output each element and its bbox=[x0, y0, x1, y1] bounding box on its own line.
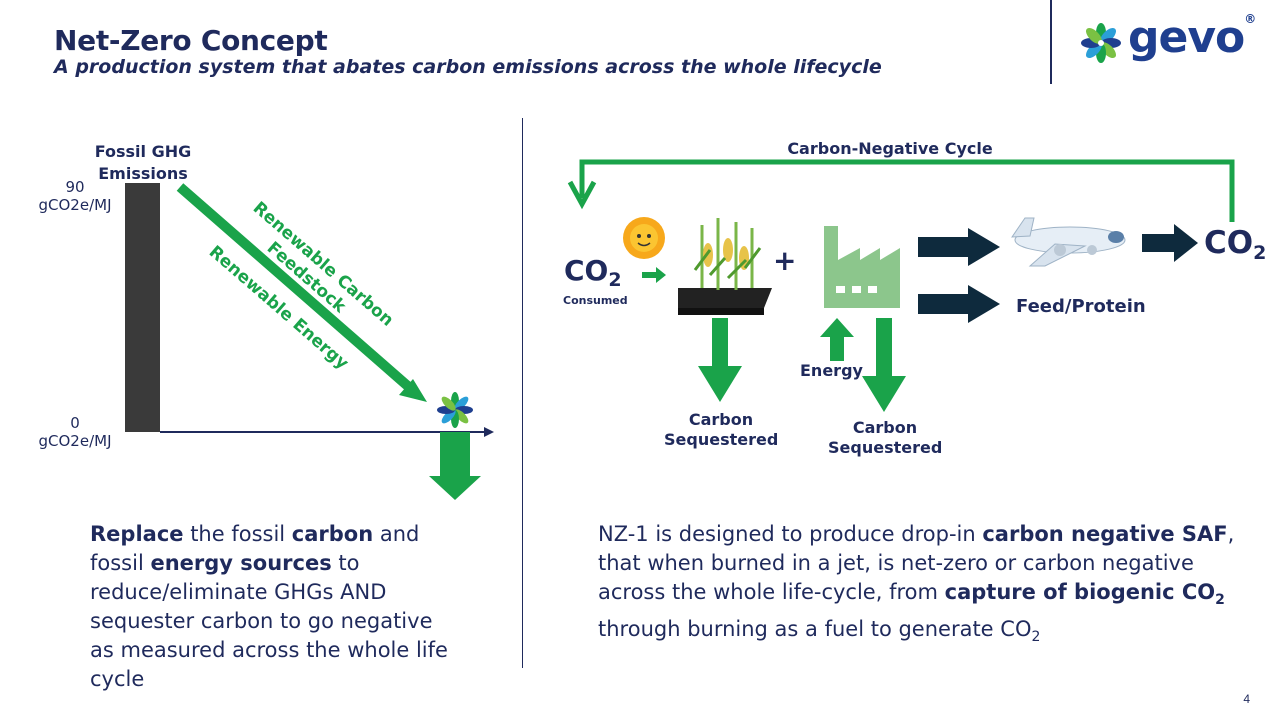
jet-output-arrow bbox=[968, 228, 1000, 266]
consumed-label: Consumed bbox=[563, 294, 628, 307]
co2-output: CO2 bbox=[1204, 225, 1267, 264]
right-description: NZ-1 is designed to produce drop-in carb… bbox=[598, 522, 1235, 646]
co2-consumed: CO2 bbox=[564, 254, 622, 291]
left-description: Replace the fossil carbon and fossil ene… bbox=[90, 522, 448, 691]
small-arrow-icon bbox=[656, 267, 666, 283]
airplane-icon bbox=[1011, 217, 1126, 267]
reduction-arrow-shaft bbox=[176, 183, 414, 392]
carbon-sequestered-label-1: Carbon Sequestered bbox=[664, 410, 779, 449]
feed-output-arrow bbox=[968, 285, 1000, 323]
section-divider bbox=[522, 118, 523, 668]
sun-icon bbox=[623, 217, 665, 259]
corn-field-icon bbox=[678, 218, 772, 315]
cycle-label: Carbon-Negative Cycle bbox=[787, 139, 993, 158]
co2-output-arrow bbox=[1174, 224, 1198, 262]
fossil-emissions-bar bbox=[125, 183, 160, 432]
reduction-arrowhead bbox=[399, 379, 427, 402]
emissions-diagram bbox=[125, 183, 494, 500]
small-gevo-icon bbox=[437, 392, 473, 428]
sequester-arrow-1 bbox=[698, 366, 742, 402]
sequester-arrow-2 bbox=[862, 376, 906, 412]
factory-icon bbox=[824, 226, 900, 308]
page-title: Net-Zero Concept bbox=[54, 24, 328, 57]
energy-label: Energy bbox=[800, 361, 863, 380]
cycle-arrow-icon bbox=[579, 159, 1235, 222]
x-axis-arrowhead bbox=[484, 427, 494, 437]
gevo-logo-text: gevo® bbox=[1128, 12, 1256, 63]
negative-arrow-shaft bbox=[440, 432, 470, 478]
negative-arrowhead bbox=[429, 476, 481, 500]
feed-protein-label: Feed/Protein bbox=[1016, 296, 1146, 317]
page-subtitle: A production system that abates carbon e… bbox=[54, 56, 882, 78]
header-divider bbox=[1050, 0, 1052, 84]
bar-label: Fossil GHG Emissions bbox=[94, 142, 192, 183]
carbon-sequestered-label-2: Carbon Sequestered bbox=[828, 418, 943, 457]
gevo-logo-icon bbox=[1081, 23, 1121, 63]
plus-sign: + bbox=[773, 244, 797, 277]
process-diagram bbox=[567, 159, 1235, 412]
page-number: 4 bbox=[1243, 692, 1250, 706]
energy-arrow-icon bbox=[820, 318, 854, 337]
